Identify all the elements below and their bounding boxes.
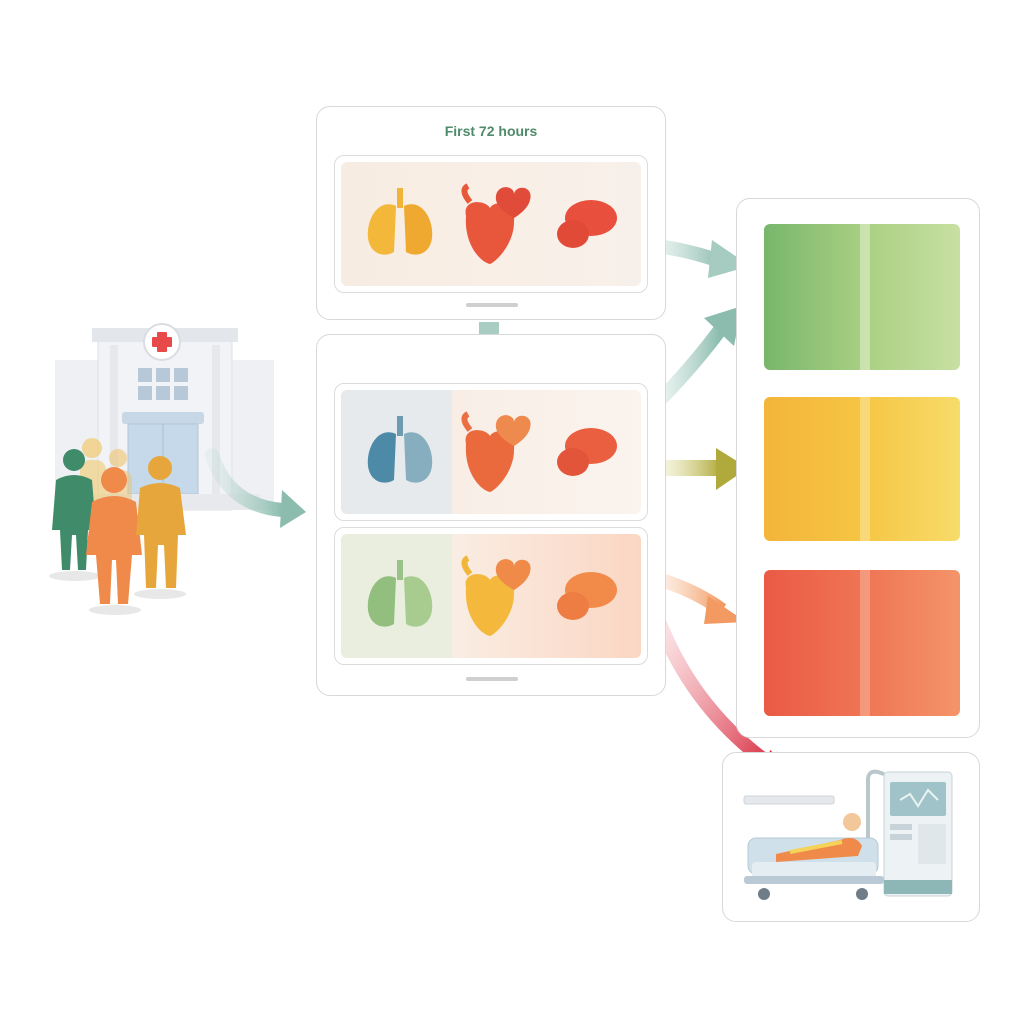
kidney-icon	[557, 200, 617, 248]
outcomes-panel	[736, 198, 980, 738]
heart-icon	[461, 411, 531, 492]
lungs-icon	[367, 560, 433, 627]
outcome-green	[764, 224, 960, 370]
flow-arrow-to-yellow	[655, 448, 748, 490]
hospital-building-icon	[55, 323, 274, 511]
icu-bed-monitor-icon	[743, 769, 953, 900]
outcome-red	[764, 570, 960, 716]
stage-title: First 72 hours	[444, 123, 538, 139]
card-handle	[466, 303, 518, 307]
card-handle	[466, 677, 518, 681]
heart-icon	[461, 183, 531, 264]
heart-icon	[461, 555, 531, 636]
flow-arrow-admission	[205, 448, 306, 528]
outcome-yellow	[764, 397, 960, 541]
lungs-icon	[367, 188, 433, 255]
kidney-icon	[557, 428, 617, 476]
patient-group-icon	[49, 438, 186, 615]
kidney-icon	[557, 572, 617, 620]
lungs-icon	[367, 416, 433, 483]
